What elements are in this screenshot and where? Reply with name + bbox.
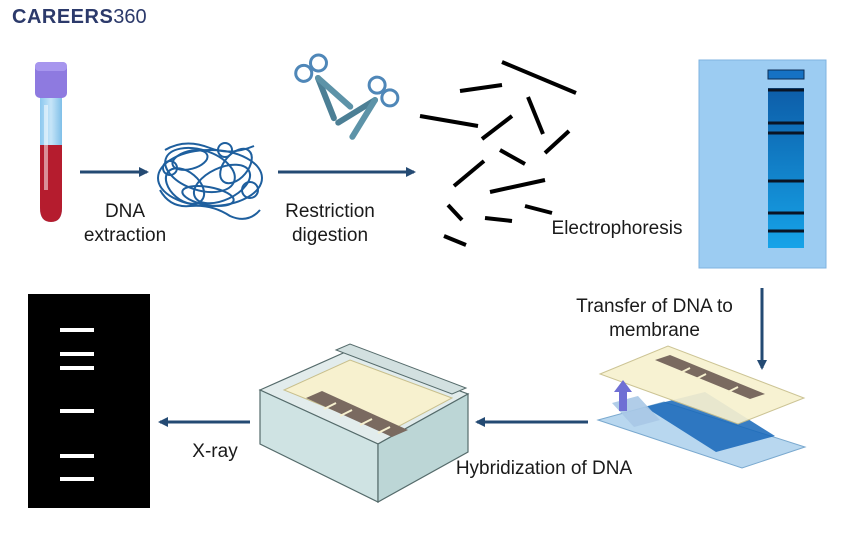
label-transfer: Transfer of DNA to membrane bbox=[576, 296, 733, 341]
xray-film-icon bbox=[28, 294, 150, 508]
scissors-icon bbox=[294, 53, 400, 140]
dna-fragments-icon bbox=[419, 60, 577, 247]
label-electrophoresis: Electrophoresis bbox=[551, 218, 683, 239]
dna-tangle-icon bbox=[157, 142, 263, 220]
gel-icon bbox=[698, 59, 827, 269]
brand-name: CAREERS bbox=[12, 6, 114, 28]
label-dna-extraction: DNA extraction bbox=[83, 201, 167, 246]
label-hybridization: Hybridization of DNA bbox=[455, 458, 633, 479]
blood-tube-icon bbox=[35, 62, 67, 222]
label-xray: X-ray bbox=[192, 441, 238, 462]
brand-number: 360 bbox=[113, 6, 147, 28]
label-restriction-digestion: Restriction digestion bbox=[285, 201, 375, 246]
hybridization-tray-icon bbox=[258, 343, 470, 504]
membrane-icon bbox=[596, 345, 807, 469]
brand-logo: CAREERS360 bbox=[12, 6, 147, 29]
